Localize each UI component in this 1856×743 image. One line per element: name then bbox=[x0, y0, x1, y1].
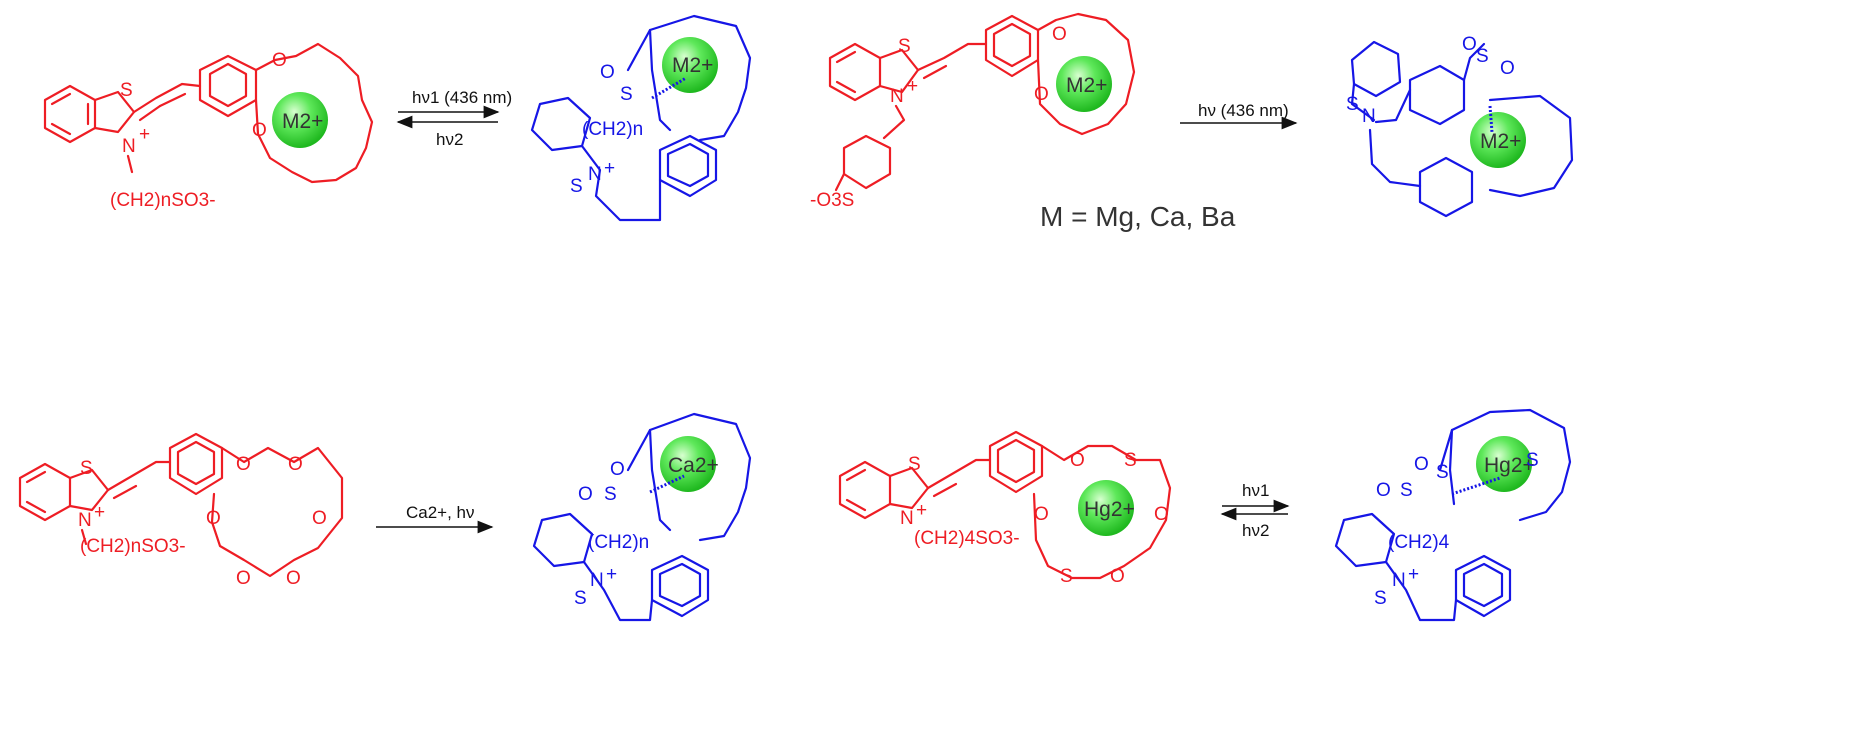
r4-o2: O bbox=[1154, 504, 1169, 525]
r4-prod-ion-ball bbox=[1476, 436, 1532, 492]
r1-prod-n: N bbox=[588, 164, 602, 185]
r4-product: Hg2+ S S O S O (CH2)4 S N + bbox=[1334, 408, 1572, 622]
r1-arrow-top: hν1 (436 nm) bbox=[412, 88, 512, 107]
r2-prod-sul: S bbox=[1476, 46, 1489, 67]
r4-s: S bbox=[908, 454, 921, 475]
r3-prod-chain: (CH2)n bbox=[588, 532, 649, 553]
r3-prod-ion-label: Ca2+ bbox=[668, 454, 719, 477]
r3-arrow-top: Ca2+, hν bbox=[406, 503, 475, 522]
r4-arrow-top: hν1 bbox=[1242, 481, 1269, 500]
r2-prod-o1: O bbox=[1462, 34, 1477, 55]
r2-substituent: -O3S bbox=[810, 190, 854, 211]
r2-plus: + bbox=[907, 76, 918, 97]
r3-product: Ca2+ O S O (CH2)n S N + bbox=[532, 412, 752, 622]
r1-arrow-bottom: hν2 bbox=[436, 130, 463, 149]
r3-n: N bbox=[78, 510, 92, 531]
r2-arrow-top: hν (436 nm) bbox=[1198, 101, 1289, 120]
r4-ion-label: Hg2+ bbox=[1084, 498, 1135, 521]
r1-o2: O bbox=[252, 120, 267, 141]
r4-prod-n: N bbox=[1392, 570, 1406, 591]
r4-prod-s2: S bbox=[1526, 450, 1539, 471]
r4-prod-sul: S bbox=[1400, 480, 1413, 501]
r4-ion-ball bbox=[1078, 480, 1134, 536]
r3-plus: + bbox=[94, 502, 105, 523]
r4-equilibrium-arrow: hν1 hν2 bbox=[1220, 481, 1290, 540]
r1-prod-s2: S bbox=[570, 176, 583, 197]
r3-prod-o2: O bbox=[610, 459, 625, 480]
r4-prod-s3: S bbox=[1374, 588, 1387, 609]
r2-s: S bbox=[898, 36, 911, 57]
r4-o1: O bbox=[1070, 450, 1085, 471]
r3-prod-o1: O bbox=[578, 484, 593, 505]
metal-note: M = Mg, Ca, Ba bbox=[1040, 201, 1236, 232]
r1-plus: + bbox=[139, 124, 150, 145]
r3-o4: O bbox=[286, 568, 301, 589]
r3-reactant: S N + (CH2)nSO3- O O O O O O bbox=[18, 432, 344, 589]
r3-o5: O bbox=[236, 568, 251, 589]
r3-prod-s2: S bbox=[574, 588, 587, 609]
r4-plus: + bbox=[916, 500, 927, 521]
r2-o2: O bbox=[1034, 84, 1049, 105]
r2-prod-o2: O bbox=[1500, 58, 1515, 79]
r2-o1: O bbox=[1052, 24, 1067, 45]
r3-o1: O bbox=[236, 454, 251, 475]
r2-prod-ion-label: M2+ bbox=[1480, 130, 1521, 153]
r4-prod-plus: + bbox=[1408, 564, 1419, 585]
r3-o3: O bbox=[312, 508, 327, 529]
r1-prod-ion-label: M2+ bbox=[672, 54, 713, 77]
r2-reactant: S N + O O M2+ -O3S bbox=[810, 12, 1136, 211]
r1-ion-label: M2+ bbox=[282, 110, 323, 133]
r1-equilibrium-arrow: hν1 (436 nm) hν2 bbox=[396, 88, 512, 149]
r2-prod-ion-ball bbox=[1470, 112, 1526, 168]
r3-prod-plus: + bbox=[606, 564, 617, 585]
r2-product: S N O S O M2+ bbox=[1346, 34, 1574, 218]
r4-arrow-bottom: hν2 bbox=[1242, 521, 1269, 540]
r2-ion-label: M2+ bbox=[1066, 74, 1107, 97]
r3-prod-ion-ball bbox=[660, 436, 716, 492]
r4-reactant: S N + (CH2)4SO3- O S O O S O Hg2+ bbox=[838, 430, 1172, 587]
r4-o3: O bbox=[1110, 566, 1125, 587]
r3-o6: O bbox=[206, 508, 221, 529]
r1-prod-chain: (CH2)n bbox=[582, 119, 643, 140]
r1-ion-ball bbox=[272, 92, 328, 148]
r4-prod-chain: (CH2)4 bbox=[1388, 532, 1450, 553]
r1-product: M2+ O S (CH2)n S N + bbox=[530, 14, 752, 222]
r1-substituent: (CH2)nSO3- bbox=[110, 190, 216, 211]
r4-prod-ion-label: Hg2+ bbox=[1484, 454, 1535, 477]
r1-prod-plus: + bbox=[604, 158, 615, 179]
r4-o4: O bbox=[1034, 504, 1049, 525]
r3-prod-n: N bbox=[590, 570, 604, 591]
r1-reactant: S N + (CH2)nSO3- O O M2+ bbox=[43, 42, 374, 211]
r1-prod-ion-ball bbox=[662, 37, 718, 93]
r2-arrow: hν (436 nm) bbox=[1180, 101, 1298, 130]
r2-prod-n: N bbox=[1362, 106, 1376, 127]
r3-substituent: (CH2)nSO3- bbox=[80, 536, 186, 557]
r1-o1: O bbox=[272, 50, 287, 71]
r4-substituent: (CH2)4SO3- bbox=[914, 528, 1020, 549]
r1-prod-o: O bbox=[600, 62, 615, 83]
r2-ion-ball bbox=[1056, 56, 1112, 112]
r4-prod-s1: S bbox=[1436, 462, 1449, 483]
r3-s: S bbox=[80, 458, 93, 479]
r4-prod-o2: O bbox=[1414, 454, 1429, 475]
r3-arrow: Ca2+, hν bbox=[376, 503, 494, 534]
r4-s1: S bbox=[1124, 450, 1137, 471]
r4-n: N bbox=[900, 508, 914, 529]
r2-n: N bbox=[890, 86, 904, 107]
r2-prod-s: S bbox=[1346, 94, 1359, 115]
r4-s2: S bbox=[1060, 566, 1073, 587]
r3-o2: O bbox=[288, 454, 303, 475]
r1-s-label: S bbox=[120, 80, 133, 101]
r4-prod-o1: O bbox=[1376, 480, 1391, 501]
r3-prod-s: S bbox=[604, 484, 617, 505]
r1-prod-s: S bbox=[620, 84, 633, 105]
r1-n-label: N bbox=[122, 136, 136, 157]
